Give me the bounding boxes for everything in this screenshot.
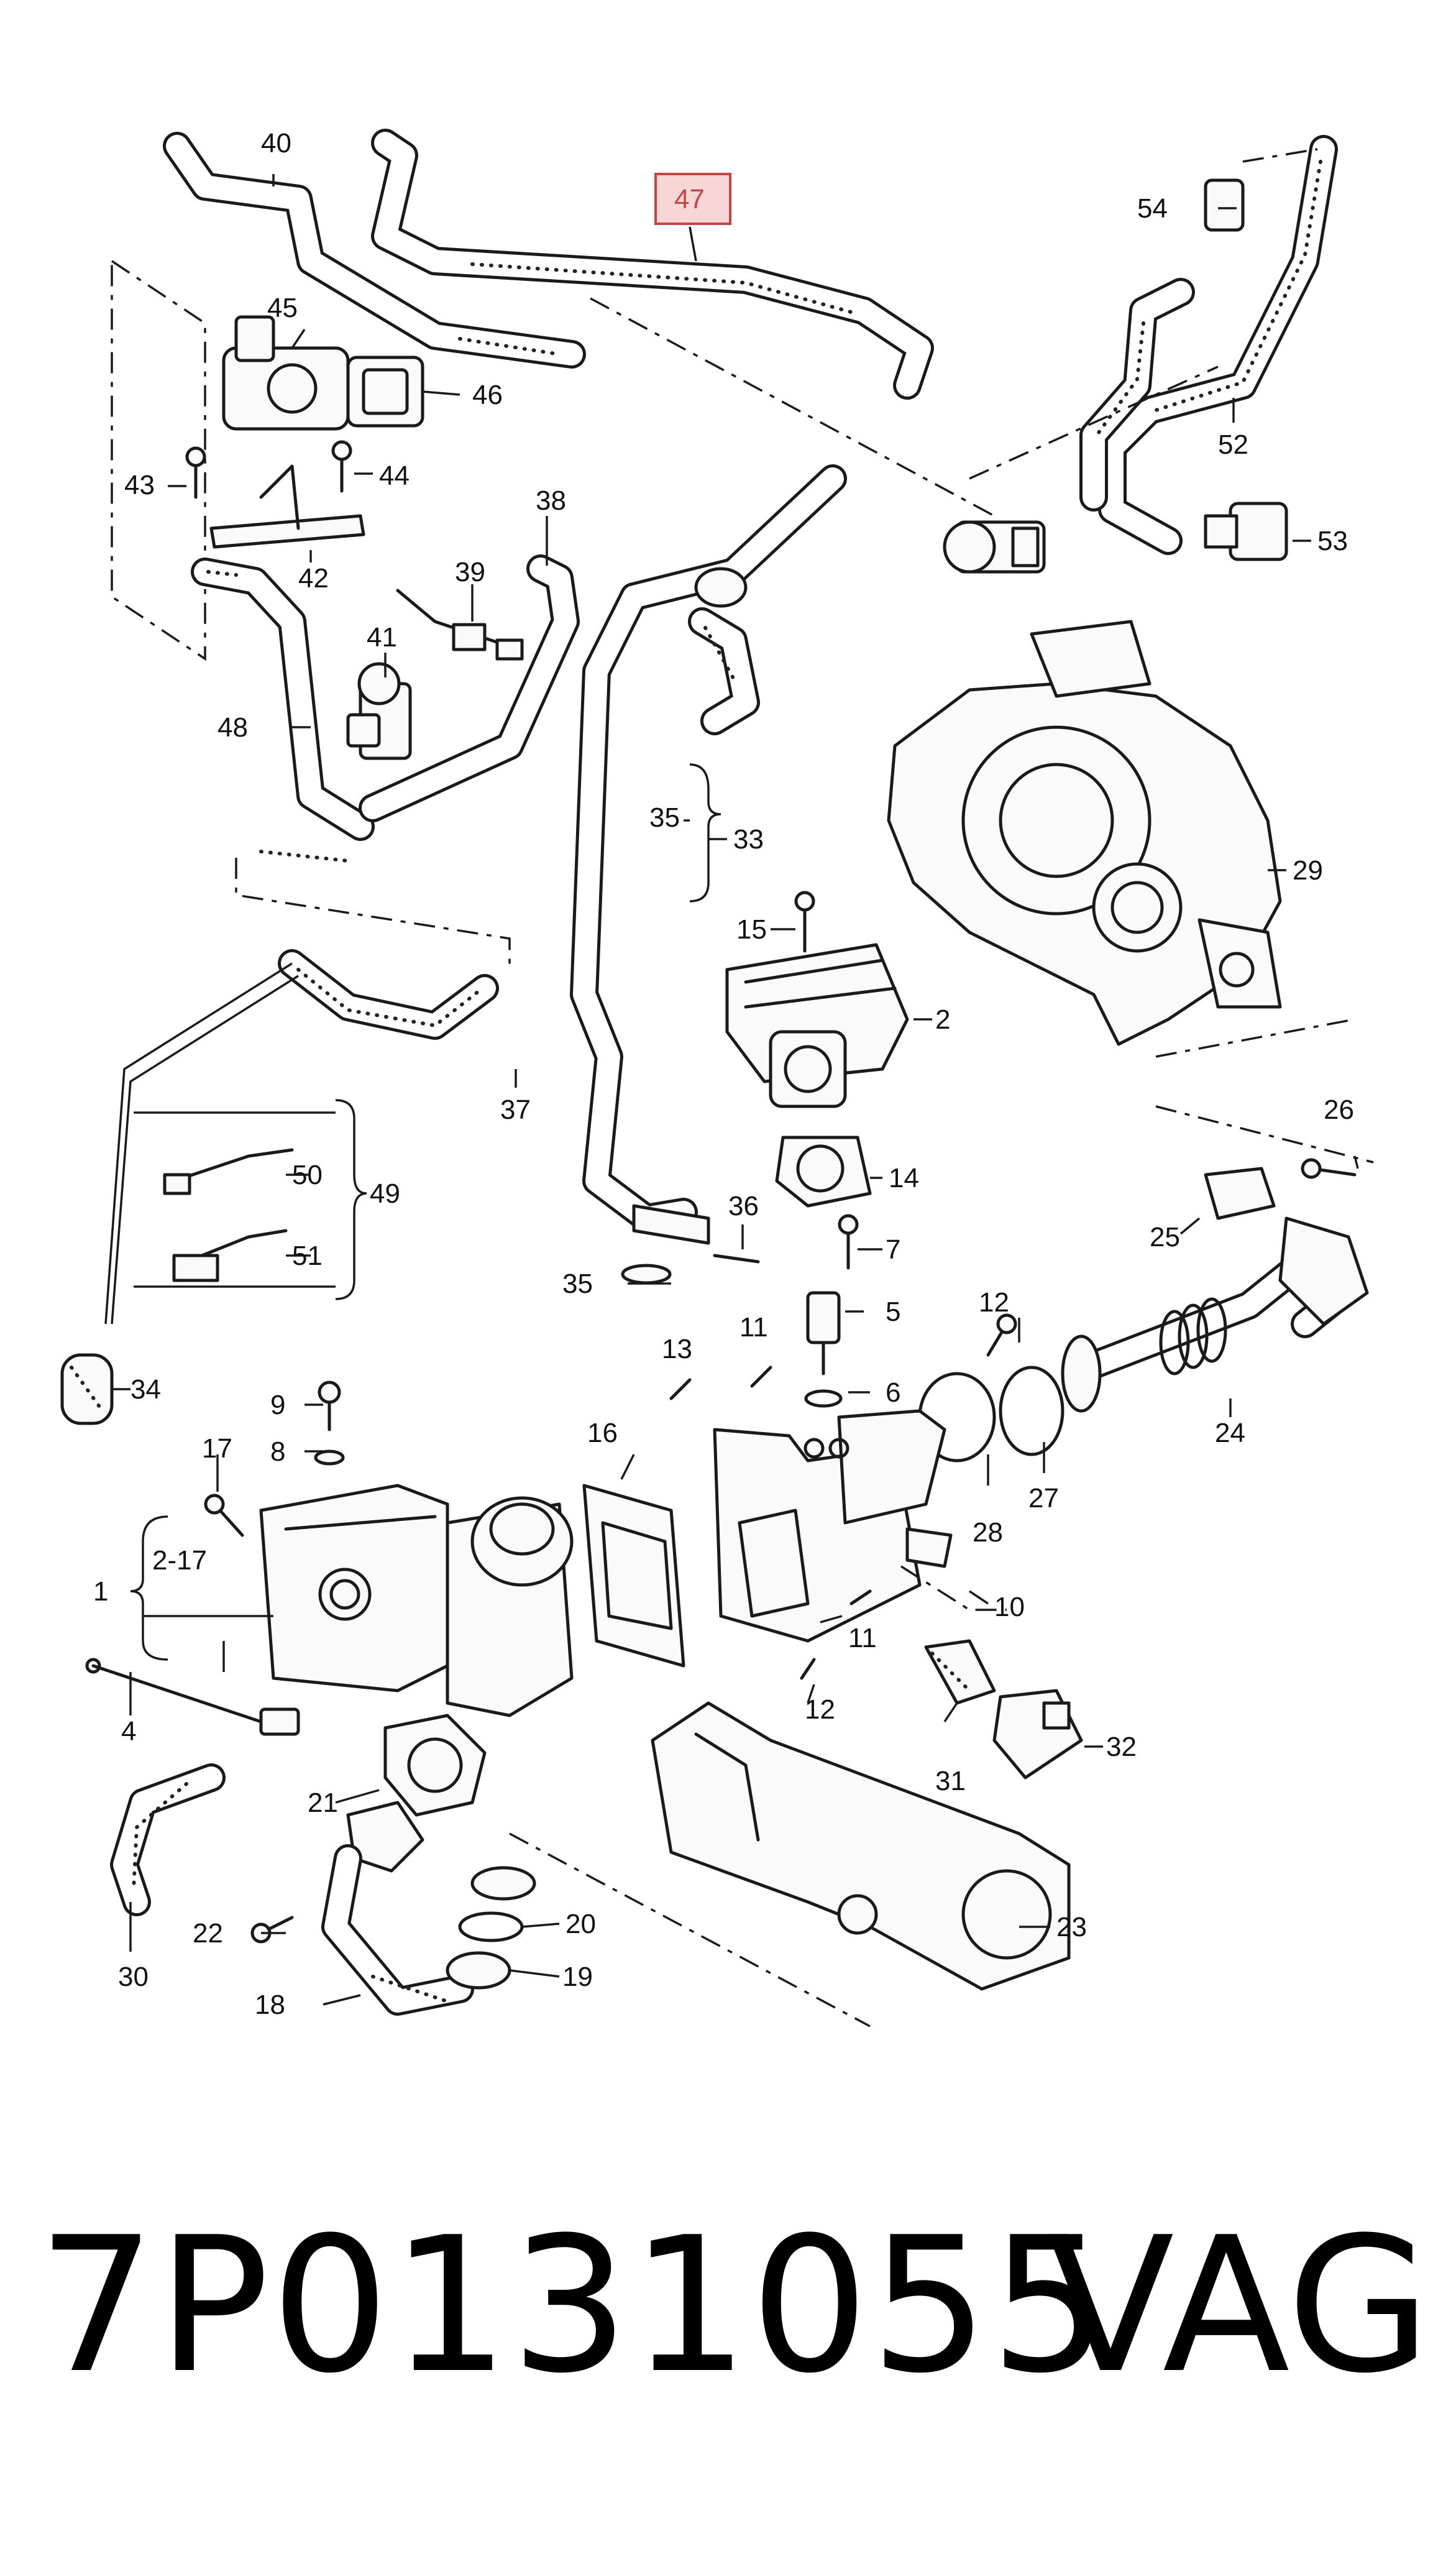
callout-35a: 35 xyxy=(649,802,680,833)
callout-28: 28 xyxy=(973,1517,1003,1548)
egr-pipe-18 xyxy=(110,1714,871,2028)
callout-33: 33 xyxy=(733,824,764,855)
callout-31: 31 xyxy=(935,1766,966,1796)
callout-22: 22 xyxy=(193,1918,223,1949)
callout-51: 51 xyxy=(292,1241,323,1271)
callout-2: 2 xyxy=(935,1004,950,1035)
callout-52: 52 xyxy=(1218,429,1248,460)
callout-17: 17 xyxy=(202,1433,232,1464)
callout-36: 36 xyxy=(728,1191,759,1221)
callout-29: 29 xyxy=(1293,855,1323,886)
callout-12b: 12 xyxy=(805,1694,835,1725)
callout-10: 10 xyxy=(994,1592,1025,1622)
callout-44: 44 xyxy=(379,461,410,491)
callout-15: 15 xyxy=(736,914,767,945)
callout-39: 39 xyxy=(455,557,485,587)
vacuum-lines-52-54 xyxy=(969,135,1338,561)
callout-8: 8 xyxy=(270,1436,285,1467)
callout-54: 54 xyxy=(1137,193,1168,224)
callout-53: 53 xyxy=(1317,526,1348,556)
callout-2-17: 2-17 xyxy=(152,1545,207,1576)
callout-46: 46 xyxy=(472,380,503,410)
egr-valve-group xyxy=(725,891,909,1408)
callout-27: 27 xyxy=(1028,1483,1059,1513)
turbocharger-29 xyxy=(887,620,1374,1164)
egr-cooler-assembly xyxy=(204,1366,1007,1717)
hose-47-highlighted xyxy=(371,129,995,517)
callout-34: 34 xyxy=(130,1374,161,1405)
callout-18: 18 xyxy=(255,1990,285,2020)
footer: 7P0131055 VAG xyxy=(0,2213,1456,2474)
group-vacuum-valve-assembly xyxy=(111,132,586,970)
callout-7: 7 xyxy=(886,1234,900,1265)
callout-24: 24 xyxy=(1215,1418,1245,1448)
callout-37: 37 xyxy=(500,1095,531,1125)
callout-1: 1 xyxy=(93,1576,108,1607)
callout-47: 47 xyxy=(674,184,705,214)
callout-32: 32 xyxy=(1106,1732,1137,1762)
callout-23: 23 xyxy=(1056,1912,1087,1942)
callout-42: 42 xyxy=(298,563,329,594)
wiring-group-49 xyxy=(60,949,499,1425)
callout-4: 4 xyxy=(121,1716,136,1747)
callout-14: 14 xyxy=(889,1163,919,1193)
callout-20: 20 xyxy=(565,1909,596,1939)
callout-50: 50 xyxy=(292,1160,323,1190)
callout-16: 16 xyxy=(587,1418,618,1448)
callout-45: 45 xyxy=(267,293,298,323)
leader-lines xyxy=(112,174,1359,2006)
callout-41: 41 xyxy=(367,622,397,653)
temp-sensor-4 xyxy=(85,1658,300,1736)
callout-13: 13 xyxy=(662,1334,692,1364)
callout-38: 38 xyxy=(536,485,566,516)
callout-35b: 35 xyxy=(562,1269,593,1299)
callout-12a: 12 xyxy=(979,1287,1009,1318)
callout-49: 49 xyxy=(370,1178,400,1209)
callout-5: 5 xyxy=(886,1297,900,1327)
pipe-assembly-33 xyxy=(570,464,1046,1285)
callout-26: 26 xyxy=(1324,1095,1354,1125)
exploded-parts-diagram: 40 47 45 46 43 44 42 38 39 41 48 54 52 5… xyxy=(60,128,1374,2028)
brand-label: VAG xyxy=(1046,2197,1431,2414)
callout-9: 9 xyxy=(270,1390,285,1420)
valve-41-group xyxy=(346,554,580,822)
part-number: 7P0131055 xyxy=(37,2197,1110,2414)
callout-labels: 40 47 45 46 43 44 42 38 39 41 48 54 52 5… xyxy=(93,128,1354,2020)
callout-40: 40 xyxy=(261,128,291,158)
callout-30: 30 xyxy=(118,1962,149,1992)
callout-48: 48 xyxy=(217,712,248,743)
callout-6: 6 xyxy=(886,1377,900,1408)
callout-11a: 11 xyxy=(739,1312,768,1343)
callout-43: 43 xyxy=(124,470,155,500)
callout-25: 25 xyxy=(1150,1222,1180,1252)
callout-19: 19 xyxy=(562,1962,593,1992)
intercooler-pipe-24 xyxy=(918,1158,1369,1463)
callout-21: 21 xyxy=(308,1788,338,1818)
callout-11b: 11 xyxy=(848,1623,877,1653)
intake-manifold-23 xyxy=(651,1639,1083,1991)
